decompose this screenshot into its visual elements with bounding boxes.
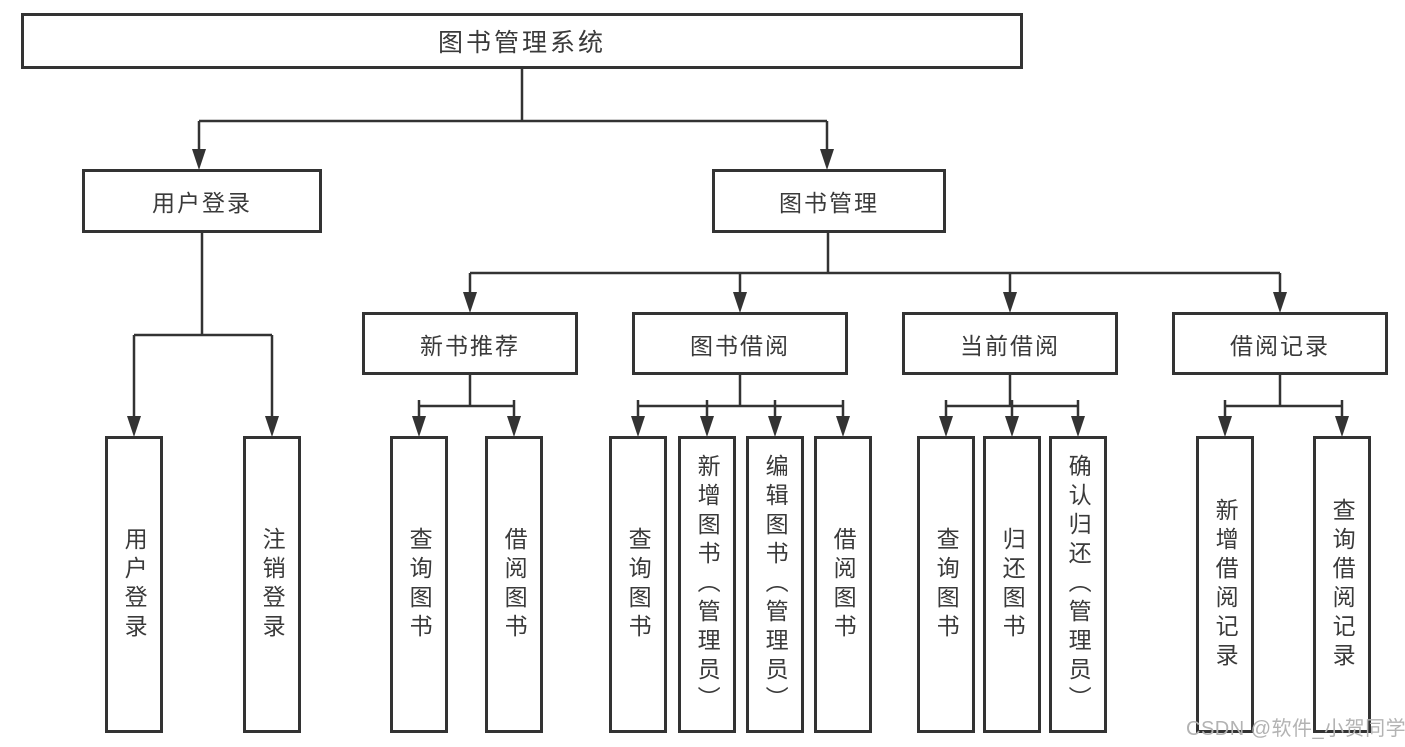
- node-book-borrow-label: 图书借阅: [690, 332, 790, 359]
- node-current-borrow-label: 当前借阅: [960, 332, 1060, 359]
- node-borrow-records: 借阅记录: [1172, 312, 1388, 375]
- leaf-add-borrow-record-label: 新增借阅记录: [1212, 497, 1239, 672]
- leaf-confirm-return-admin-label: 确认归还（管理员）: [1065, 454, 1092, 715]
- leaf-query-books-recommend: 查询图书: [390, 436, 448, 733]
- csdn-watermark: CSDN @软件_小贺同学: [1186, 718, 1405, 740]
- leaf-user-login-label: 用户登录: [121, 526, 148, 643]
- leaf-user-login: 用户登录: [105, 436, 163, 733]
- leaf-edit-books-admin: 编辑图书（管理员）: [746, 436, 804, 733]
- leaf-return-books-label: 归还图书: [999, 526, 1026, 643]
- node-book-management: 图书管理: [712, 169, 946, 233]
- node-book-management-label: 图书管理: [779, 190, 879, 216]
- leaf-edit-books-admin-label: 编辑图书（管理员）: [762, 454, 789, 715]
- leaf-logout-label: 注销登录: [259, 526, 286, 643]
- leaf-query-books-current: 查询图书: [917, 436, 975, 733]
- leaf-borrow-books: 借阅图书: [814, 436, 872, 733]
- node-current-borrow: 当前借阅: [902, 312, 1118, 375]
- node-root-system: 图书管理系统: [21, 13, 1023, 69]
- node-root-label: 图书管理系统: [437, 29, 606, 57]
- leaf-add-books-admin-label: 新增图书（管理员）: [694, 454, 721, 715]
- node-book-borrow: 图书借阅: [632, 312, 848, 375]
- leaf-query-books-borrow-label: 查询图书: [625, 526, 652, 643]
- node-user-login-label: 用户登录: [152, 190, 252, 216]
- leaf-borrow-books-label: 借阅图书: [830, 526, 857, 643]
- node-borrow-records-label: 借阅记录: [1230, 332, 1330, 359]
- leaf-add-books-admin: 新增图书（管理员）: [678, 436, 736, 733]
- leaf-borrow-books-recommend: 借阅图书: [485, 436, 543, 733]
- leaf-borrow-books-recommend-label: 借阅图书: [501, 526, 528, 643]
- leaf-query-books-current-label: 查询图书: [933, 526, 960, 643]
- node-user-login: 用户登录: [82, 169, 322, 233]
- arrowhead-icons: [127, 149, 1349, 437]
- leaf-query-borrow-record: 查询借阅记录: [1313, 436, 1371, 733]
- node-new-book-recommend: 新书推荐: [362, 312, 578, 375]
- leaf-logout: 注销登录: [243, 436, 301, 733]
- leaf-return-books: 归还图书: [983, 436, 1041, 733]
- leaf-query-borrow-record-label: 查询借阅记录: [1329, 497, 1356, 672]
- leaf-query-books-borrow: 查询图书: [609, 436, 667, 733]
- tree-edges: [132, 69, 1344, 419]
- leaf-confirm-return-admin: 确认归还（管理员）: [1049, 436, 1107, 733]
- leaf-query-books-recommend-label: 查询图书: [406, 526, 433, 643]
- node-new-book-recommend-label: 新书推荐: [420, 332, 520, 359]
- leaf-add-borrow-record: 新增借阅记录: [1196, 436, 1254, 733]
